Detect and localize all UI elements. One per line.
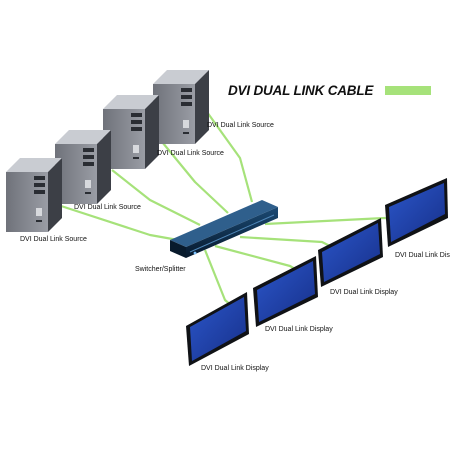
legend-cable-swatch bbox=[385, 85, 432, 95]
cable-source-2 bbox=[111, 169, 201, 226]
cable-group bbox=[57, 111, 393, 307]
display-label-1: DVI Dual Link Display bbox=[201, 365, 269, 372]
display-label-2: DVI Dual Link Display bbox=[265, 326, 333, 333]
cable-display-1 bbox=[203, 249, 233, 307]
cable-source-1 bbox=[57, 203, 179, 242]
source-label-3: DVI Dual Link Source bbox=[157, 150, 224, 157]
source-label-1: DVI Dual Link Source bbox=[20, 236, 87, 243]
cable-source-4 bbox=[206, 111, 254, 203]
legend-title: DVI DUAL LINK CABLE bbox=[228, 82, 374, 98]
source-tower-2 bbox=[55, 130, 111, 204]
source-tower-1 bbox=[6, 158, 62, 232]
display-monitor-1 bbox=[186, 292, 249, 366]
display-monitor-3 bbox=[318, 218, 383, 287]
cable-display-2 bbox=[214, 244, 301, 273]
display-label-3: DVI Dual Link Display bbox=[330, 289, 398, 296]
legend: DVI DUAL LINK CABLE bbox=[228, 80, 432, 100]
cable-source-3 bbox=[157, 136, 229, 214]
cable-display-3 bbox=[239, 235, 331, 247]
source-label-4: DVI Dual Link Source bbox=[207, 122, 274, 129]
switcher-label: Switcher/Splitter bbox=[135, 266, 186, 273]
source-tower-3 bbox=[103, 95, 159, 169]
source-label-2: DVI Dual Link Source bbox=[74, 204, 141, 211]
display-label-4: DVI Dual Link Display bbox=[395, 252, 450, 259]
display-monitor-2 bbox=[253, 256, 318, 327]
switcher-splitter bbox=[170, 200, 278, 258]
display-monitor-4 bbox=[385, 178, 448, 247]
source-tower-4 bbox=[153, 70, 209, 144]
